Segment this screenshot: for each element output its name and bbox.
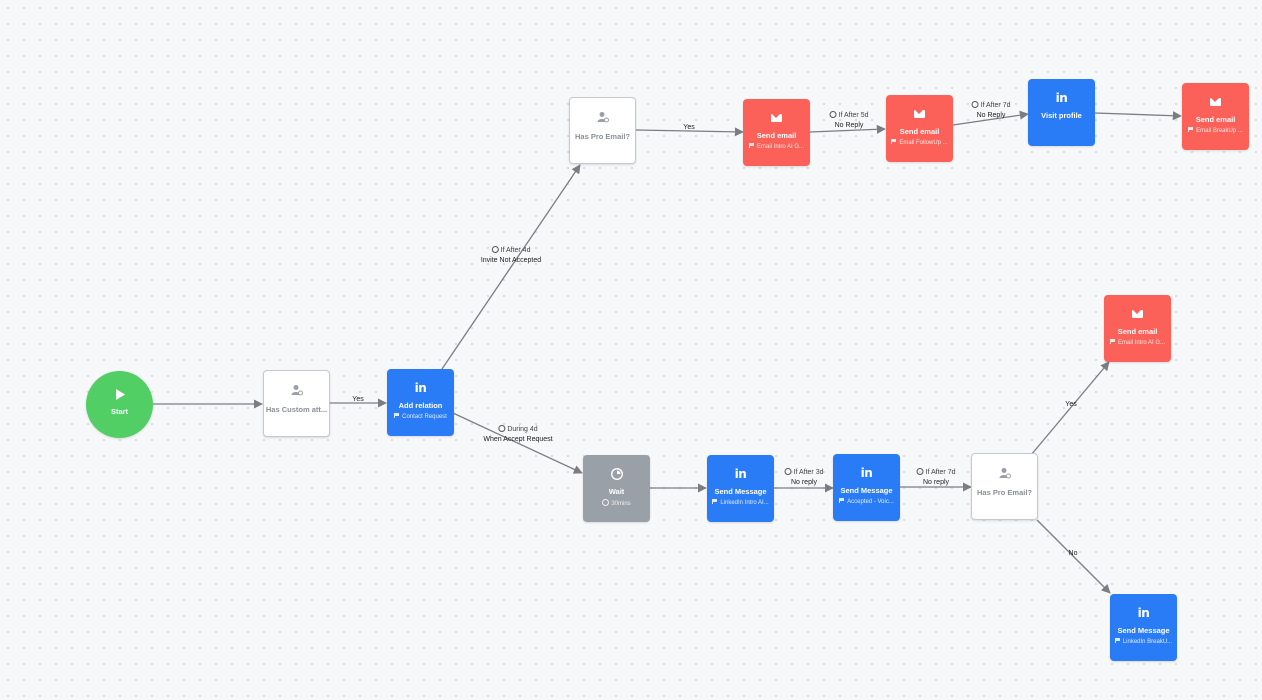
edge-label-yes-top: Yes [683,124,695,131]
node-subtitle: Email FollowUp ... [891,139,948,146]
edge-pro-top-to-email1[interactable] [635,127,744,137]
node-subtitle: 30mins [602,499,631,507]
action-node-visit-profile[interactable]: in Visit profile [1028,79,1095,146]
calendar-icon [916,468,924,475]
envelope-icon [1132,307,1143,321]
action-node-send-message-3[interactable]: in Send Message LinkedIn BreakU... [1110,594,1177,661]
action-node-send-message-1[interactable]: in Send Message LinkedIn Intro AI... [707,455,774,522]
edge-label-no-bottom: No [1068,550,1078,557]
flag-icon [394,413,400,418]
node-subtitle: LinkedIn BreakU... [1114,638,1172,645]
calendar-icon [491,246,499,253]
calendar-icon [971,101,979,108]
node-title: Send email [756,131,797,140]
envelope-icon [771,111,782,125]
user-check-icon [999,466,1011,480]
flag-icon [1188,127,1194,132]
clock-icon [602,499,610,506]
edge-label-yes: Yes [352,396,364,403]
linkedin-icon: in [734,467,747,481]
node-title: Visit profile [1041,111,1082,120]
play-icon [115,387,125,401]
action-node-send-email-3[interactable]: Send email Email BreakUp ... [1182,83,1249,150]
action-node-send-email-2[interactable]: Send email Email FollowUp ... [886,95,953,162]
action-node-wait[interactable]: Wait 30mins [583,455,650,522]
edge-relation-to-wait[interactable] [452,412,583,474]
action-node-send-email-4[interactable]: Send email Email Intro AI G... [1104,295,1171,362]
envelope-icon [1210,95,1221,109]
action-node-send-email-1[interactable]: Send email Email Intro AI G... [743,99,810,166]
envelope-icon [914,107,925,121]
edge-label-accept-request: During 4d When Accept Request [483,425,553,443]
node-subtitle: Accepted - Voic... [839,498,894,505]
flag-icon [748,143,755,148]
edge-visit-to-email3[interactable] [1094,111,1182,121]
edge-relation-to-pro-top[interactable] [441,164,581,370]
node-subtitle: Email Intro AI G... [748,143,804,150]
node-subtitle: Contact Request [394,413,447,420]
node-subtitle: Email Intro AI G... [1109,339,1165,346]
edge-label-invite-not-accepted: If After 4d Invite Not Accepted [480,246,542,264]
node-title: Add relation [398,401,443,410]
edge-label-no-reply-5d: If After 5d No Reply [829,111,868,131]
flag-icon [839,498,845,503]
timer-icon [610,467,623,481]
flag-icon [1109,339,1116,344]
edge-pro-bottom-to-email4[interactable] [1030,361,1110,456]
condition-node-has-pro-email-bottom[interactable]: Has Pro Email? [971,453,1038,520]
flag-icon [712,499,718,504]
edge-email2-to-visit[interactable] [952,110,1029,126]
node-title: Send email [899,127,940,136]
node-title: Wait [608,487,625,496]
node-subtitle: Email BreakUp ... [1188,127,1243,134]
linkedin-icon: in [1055,91,1068,105]
edge-label-no-reply-7d: If After 7d No Reply [971,101,1010,121]
flag-icon [891,139,897,144]
condition-node-has-custom[interactable]: Has Custom att... [263,370,330,437]
calendar-icon [829,111,837,118]
action-node-send-message-2[interactable]: in Send Message Accepted - Voic... [833,454,900,521]
condition-node-has-pro-email-top[interactable]: Has Pro Email? [569,97,636,164]
linkedin-icon: in [414,381,427,395]
clock-icon [498,425,506,432]
calendar-icon [784,468,792,475]
flag-icon [1114,638,1121,643]
action-node-add-relation[interactable]: in Add relation Contact Request [387,369,454,436]
node-title: Has Custom att... [265,405,328,414]
node-title: Send Message [840,486,893,495]
user-check-icon [597,110,609,124]
node-title: Send Message [714,487,767,496]
node-title: Send Message [1117,626,1170,635]
node-title: Send email [1195,115,1236,124]
edge-label-yes-bottom: Yes [1065,401,1077,408]
node-title: Start [110,407,129,416]
edge-pro-bottom-to-msg3[interactable] [1036,519,1111,594]
linkedin-icon: in [1137,606,1150,620]
start-node[interactable]: Start [86,371,153,438]
edge-email1-to-email2[interactable] [809,124,886,134]
node-title: Has Pro Email? [574,132,631,141]
user-check-icon [291,383,303,397]
node-subtitle: LinkedIn Intro AI... [712,499,769,506]
linkedin-icon: in [860,466,873,480]
edge-label-no-reply-3d: If After 3d No reply [784,468,823,488]
node-title: Has Pro Email? [976,488,1033,497]
edge-label-no-reply-7d-bottom: If After 7d No reply [916,468,955,488]
node-title: Send email [1117,327,1158,336]
